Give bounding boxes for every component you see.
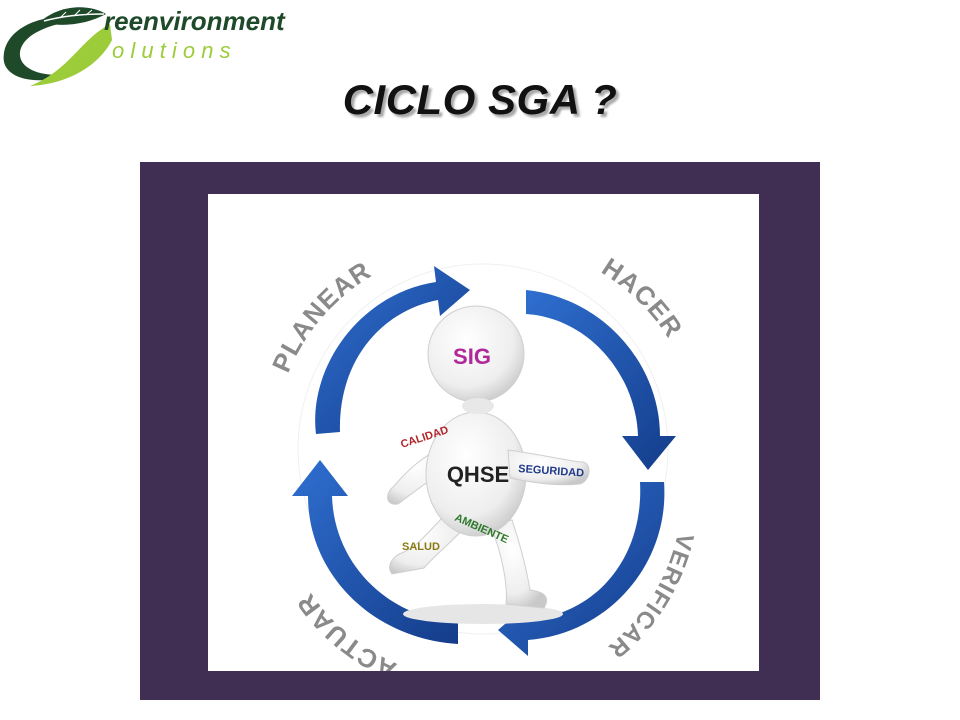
arrow-verificar [498, 482, 665, 656]
logo-text-line1: reenvironment [104, 6, 286, 36]
label-qhse: QHSE [447, 462, 509, 487]
label-salud: SALUD [402, 541, 440, 553]
logo-swoosh-dark [3, 16, 90, 81]
company-logo: reenvironment o l u t i o n s [0, 0, 345, 92]
arrow-hacer [526, 290, 676, 470]
label-sig: SIG [453, 344, 491, 369]
logo-text-line2: o l u t i o n s [112, 38, 231, 63]
arrow-planear [315, 266, 470, 434]
running-figure [387, 305, 590, 624]
diagram-panel: PLANEAR HACER VERIFICAR ACTUAR [208, 194, 759, 671]
page-title: CICLO SGA ? [342, 76, 618, 123]
arrow-actuar [292, 460, 458, 644]
logo-swoosh-light [30, 24, 112, 86]
diagram-frame: PLANEAR HACER VERIFICAR ACTUAR [140, 162, 820, 700]
step-label-planear: PLANEAR [266, 255, 376, 377]
label-seguridad: SEGURIDAD [518, 463, 585, 480]
